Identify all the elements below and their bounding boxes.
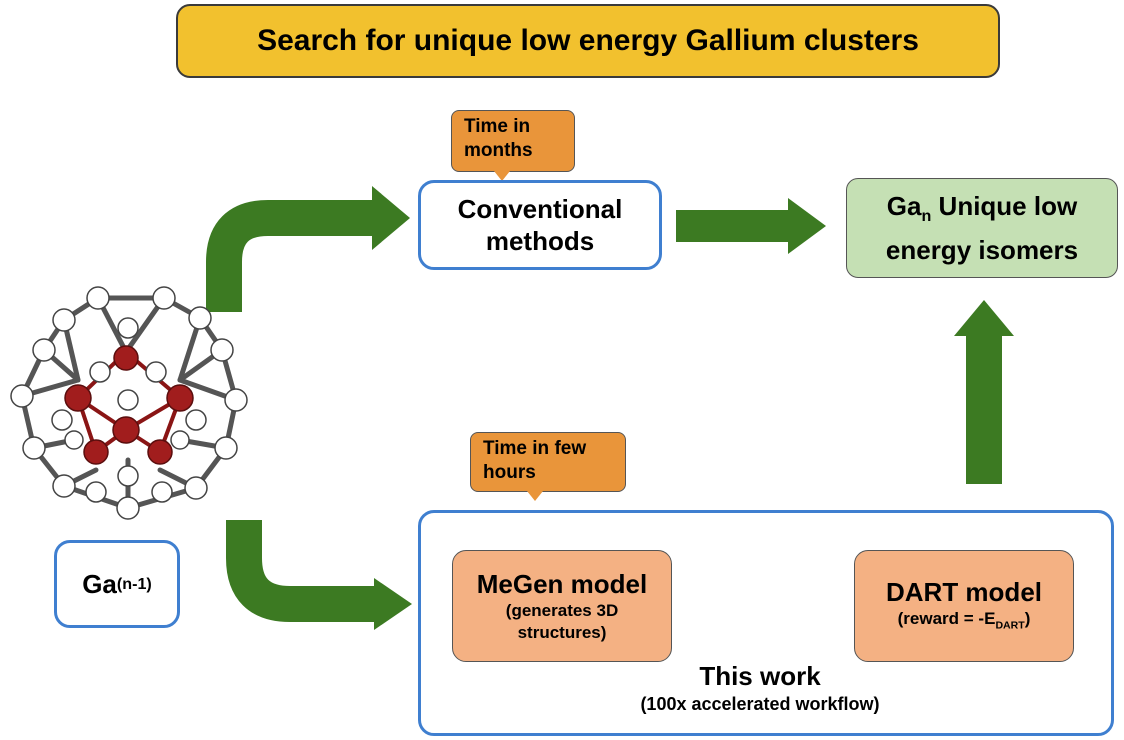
megen-sub2: structures)	[517, 623, 607, 642]
conventional-line2: methods	[485, 226, 595, 256]
accelerated-workflow-label: (100x accelerated workflow)	[640, 694, 880, 714]
dart-sub-suffix: )	[1024, 608, 1031, 628]
arrow-to-this-work	[226, 520, 374, 622]
unique-ga: Ga	[886, 190, 922, 221]
conventional-methods-box: Conventional methods	[418, 180, 662, 270]
time-months-tag: Time in months	[451, 110, 575, 181]
dart-model-box: DART model (reward = -EDART)	[854, 550, 1074, 662]
unique-line1: Gan Unique low	[887, 189, 1077, 233]
megen-title: MeGen model	[476, 569, 648, 599]
this-work-label: This work	[699, 661, 821, 691]
time-months-line1: Time in	[464, 116, 531, 137]
time-hours-line1: Time in few	[483, 438, 587, 459]
megen-model-box: MeGen model (generates 3D structures)	[452, 550, 672, 662]
diagram-title: Search for unique low energy Gallium clu…	[176, 4, 1000, 78]
time-hours-tag: Time in few hours	[470, 432, 626, 501]
arrow-to-conventional	[206, 200, 372, 312]
unique-isomers-box: Gan Unique low energy isomers	[846, 178, 1118, 278]
arrowhead-up	[954, 300, 1014, 336]
unique-line1-rest: Unique low	[931, 190, 1078, 221]
arrowhead-to-this-work	[374, 578, 412, 630]
start-ga-sub: (n-1)	[116, 574, 152, 593]
gallium-cluster-molecule-icon	[10, 286, 248, 520]
unique-line2: energy isomers	[885, 235, 1079, 266]
dart-sub-prefix: (reward = -E	[897, 608, 996, 628]
dart-title: DART model	[886, 576, 1042, 607]
arrowhead-to-unique	[788, 198, 826, 254]
conventional-line1: Conventional	[457, 194, 623, 224]
arrow-up-shaft	[966, 336, 1002, 484]
dart-sub-sub: DART	[995, 619, 1025, 632]
megen-sub1: (generates 3D	[505, 601, 619, 620]
unique-ga-sub: n	[921, 207, 932, 226]
start-ga: Ga	[82, 568, 117, 599]
arrowhead-to-conventional	[372, 186, 410, 250]
arrow-to-unique-shaft	[676, 210, 788, 242]
dart-sub: (reward = -EDART)	[898, 608, 1031, 636]
time-hours-line2: hours	[483, 462, 536, 483]
start-cluster-label-box: Ga(n-1)	[54, 540, 180, 628]
time-months-line2: months	[464, 140, 533, 161]
